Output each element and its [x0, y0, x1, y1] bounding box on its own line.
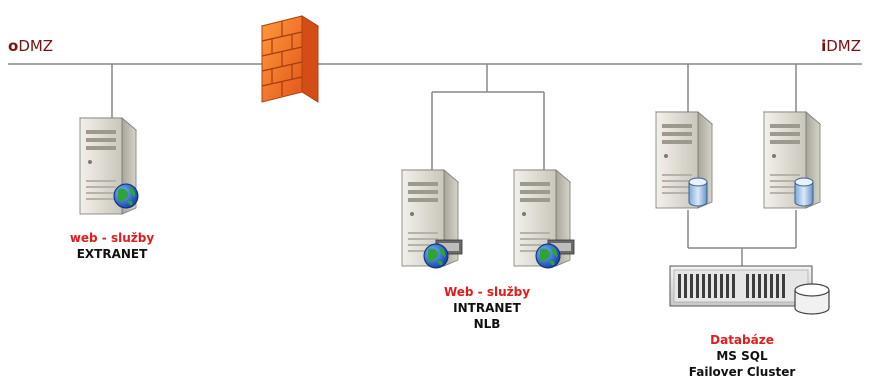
intranet-server-2-icon	[513, 169, 575, 269]
idmz-suffix: DMZ	[826, 37, 861, 55]
database-caption: Databáze MS SQL Failover Cluster	[672, 332, 812, 380]
intranet-line-1: INTRANET	[453, 301, 521, 315]
storage-array-icon	[669, 265, 830, 315]
extranet-line-1: EXTRANET	[76, 247, 148, 261]
odmz-prefix: o	[8, 37, 19, 55]
globe-icon	[535, 243, 561, 269]
globe-icon	[113, 183, 139, 209]
database-icon	[794, 177, 814, 207]
database-title: Databáze	[710, 333, 774, 347]
extranet-server-icon	[79, 117, 139, 215]
firewall-icon	[260, 15, 320, 103]
database-line-1: MS SQL	[716, 349, 768, 363]
intranet-caption: Web - služby INTRANET NLB	[420, 284, 554, 332]
idmz-label: iDMZ	[821, 37, 861, 55]
odmz-label: oDMZ	[8, 37, 53, 55]
intranet-server-1-icon	[401, 169, 463, 269]
network-lines	[8, 63, 862, 268]
odmz-suffix: DMZ	[18, 37, 54, 55]
database-icon	[688, 177, 708, 207]
extranet-title: web - služby	[69, 231, 155, 245]
db-server-1-icon	[655, 111, 713, 209]
database-line-2: Failover Cluster	[688, 365, 796, 379]
intranet-title: Web - služby	[443, 285, 531, 299]
intranet-line-2: NLB	[473, 317, 501, 331]
globe-icon	[423, 243, 449, 269]
idmz-prefix: i	[821, 37, 827, 55]
extranet-caption: web - služby EXTRANET	[52, 230, 172, 262]
db-server-2-icon	[763, 111, 821, 209]
